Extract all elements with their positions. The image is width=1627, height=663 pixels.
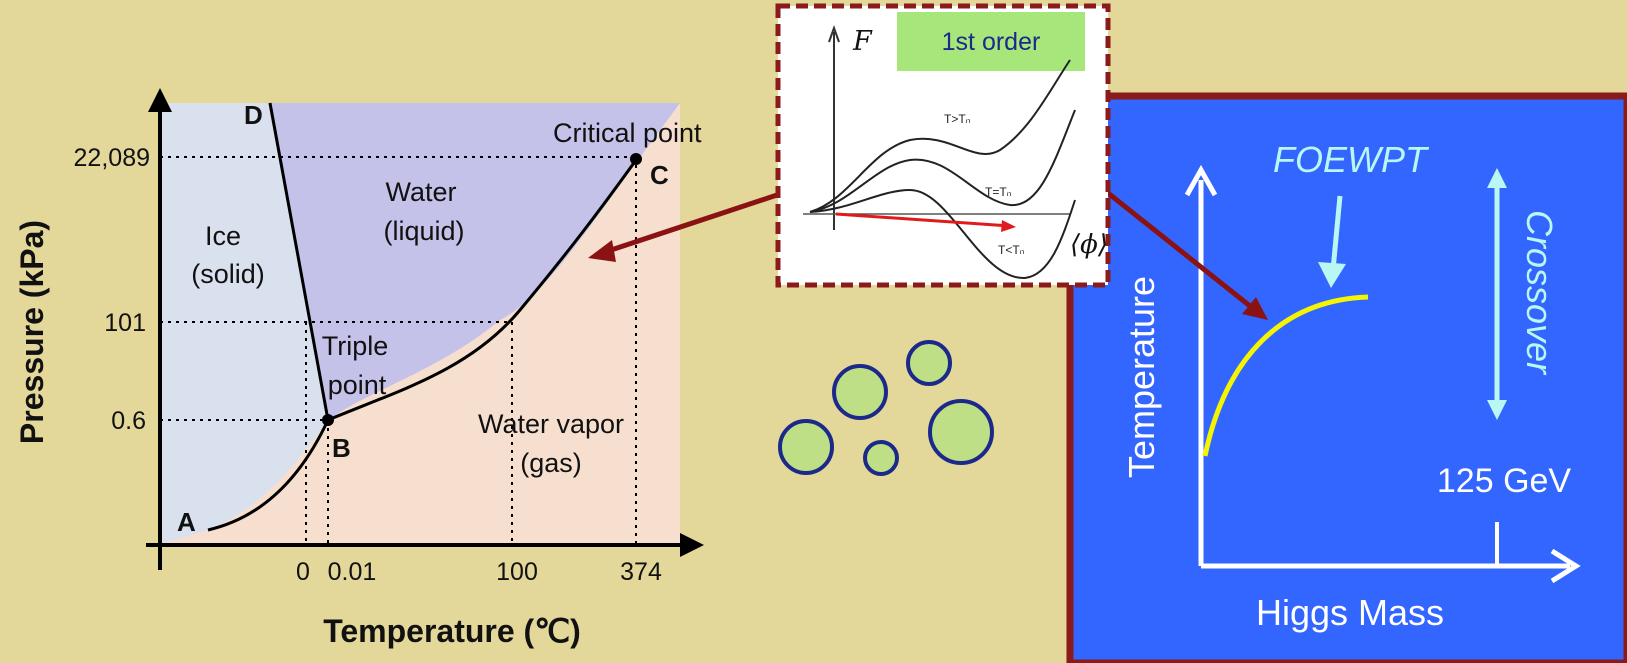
crossover-arrowhead-down	[1487, 400, 1507, 420]
inset-f-arrowhead	[828, 25, 840, 43]
higgs-y-arrowhead	[1184, 164, 1218, 197]
triple-point-dot	[322, 414, 334, 426]
first-order-badge	[897, 12, 1085, 71]
melting-curve	[268, 102, 330, 421]
triple-point-label-line2: point	[328, 370, 387, 400]
inset-f-label: F	[852, 26, 873, 57]
critical-point-label: Critical point	[553, 118, 702, 148]
vapor-label-line2: (gas)	[520, 448, 582, 478]
transition-curve	[1202, 294, 1369, 457]
inset-red-arrowhead	[1001, 220, 1016, 232]
x-tick-374: 374	[620, 558, 662, 586]
x-axis-label: Temperature (℃)	[323, 613, 581, 649]
x-tick-0: 0	[296, 558, 310, 586]
arrow-to-phase-diagram	[601, 191, 781, 256]
x-tick-0-01: 0.01	[328, 558, 377, 586]
liquid-region	[268, 103, 680, 420]
curve-label-equal: T=Tₙ	[985, 185, 1012, 199]
inset-phi-label: ⟨ϕ⟩	[1070, 230, 1108, 260]
bubble	[863, 440, 899, 476]
curve-label-above: T>Tₙ	[944, 112, 971, 126]
bubble	[928, 399, 994, 465]
y-axis-arrowhead	[148, 88, 172, 112]
curve-label-below: T<Tₙ	[998, 243, 1025, 257]
first-order-inset: 1st order F ⟨ϕ⟩ T>Tₙ T=Tₙ T<Tₙ	[775, 3, 1111, 288]
ice-label-line2: (solid)	[191, 259, 265, 289]
bubble	[778, 419, 834, 475]
ice-region	[158, 103, 328, 545]
crossover-arrowhead-up	[1487, 168, 1507, 188]
sublimation-curve	[207, 419, 330, 532]
foewpt-label: FOEWPT	[1273, 139, 1430, 180]
point-b-label: B	[332, 433, 351, 463]
y-tick-0-6: 0.6	[111, 407, 146, 435]
inset-red-arrow	[835, 212, 1011, 228]
vapor-label-line1: Water vapor	[478, 409, 624, 439]
higgs-x-axis-label: Higgs Mass	[1256, 592, 1444, 633]
point-c-label: C	[650, 160, 669, 190]
arrow-to-higgs-curve-head	[1242, 297, 1268, 320]
y-tick-101: 101	[104, 309, 146, 337]
arrow-to-phase-diagram-head	[588, 240, 616, 262]
foewpt-arrowhead	[1318, 262, 1346, 288]
phase-diagram: D C B A Critical point Ice (solid) Water…	[14, 88, 704, 649]
bubble	[832, 364, 888, 420]
triple-point-label-line1: Triple	[322, 331, 389, 361]
first-order-label: 1st order	[942, 28, 1041, 56]
x-axis-arrowhead	[680, 533, 704, 557]
mass-tick-label: 125 GeV	[1437, 462, 1572, 500]
higgs-panel: FOEWPT Crossover Temperature Higgs Mass …	[1066, 92, 1627, 663]
vaporization-curve	[327, 159, 638, 422]
bubbles	[778, 340, 994, 476]
point-d-label: D	[244, 100, 263, 130]
potential-curves	[809, 59, 1076, 280]
y-tick-22089: 22,089	[74, 144, 150, 172]
crossover-label: Crossover	[1519, 210, 1560, 376]
water-label-line1: Water	[385, 177, 456, 207]
point-a-label: A	[177, 507, 196, 537]
higgs-x-arrowhead	[1550, 548, 1581, 584]
critical-point-dot	[630, 153, 642, 165]
ice-label-line1: Ice	[205, 221, 241, 251]
bubble	[906, 340, 952, 386]
x-tick-100: 100	[496, 558, 538, 586]
higgs-y-axis-label: Temperature	[1121, 276, 1162, 478]
y-axis-label: Pressure (kPa)	[14, 220, 50, 444]
foewpt-arrow-shaft	[1330, 195, 1343, 271]
arrow-to-higgs-curve	[1106, 191, 1257, 312]
dotted-guides	[160, 156, 637, 545]
water-label-line2: (liquid)	[383, 216, 464, 246]
